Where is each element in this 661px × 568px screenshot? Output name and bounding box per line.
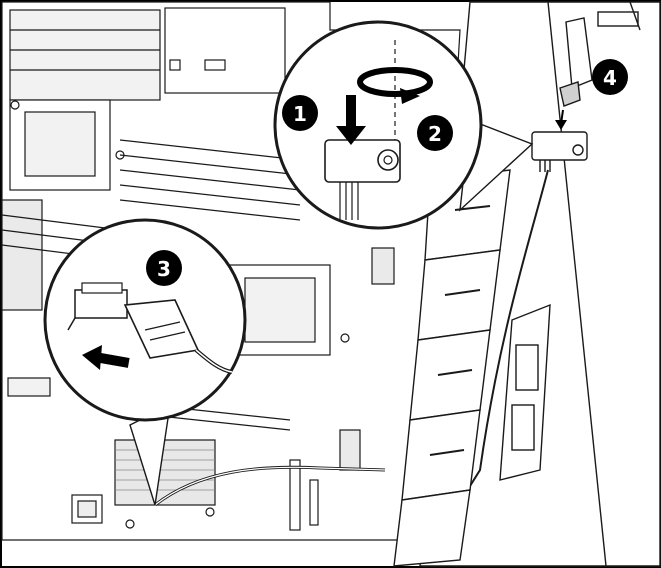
callout-badge-3: 3 — [146, 250, 182, 286]
zoom-callout-top — [273, 20, 534, 230]
callout-label-2: 2 — [428, 122, 442, 146]
usb-arrow — [555, 109, 567, 130]
fan-modules — [393, 169, 511, 567]
callout-badge-4: 4 — [592, 59, 628, 95]
callout-label-1: 1 — [293, 102, 307, 126]
usb-key — [559, 17, 593, 107]
usb-connector — [531, 131, 588, 172]
zoom-callout-bottom — [43, 218, 247, 506]
callout-badge-1: 1 — [282, 95, 318, 131]
callout-label-4: 4 — [603, 66, 617, 90]
cable-highlight — [154, 466, 386, 506]
callout-badge-2: 2 — [417, 115, 453, 151]
callout-label-3: 3 — [157, 257, 171, 281]
front-latch — [499, 303, 551, 481]
cable-right — [429, 169, 549, 551]
